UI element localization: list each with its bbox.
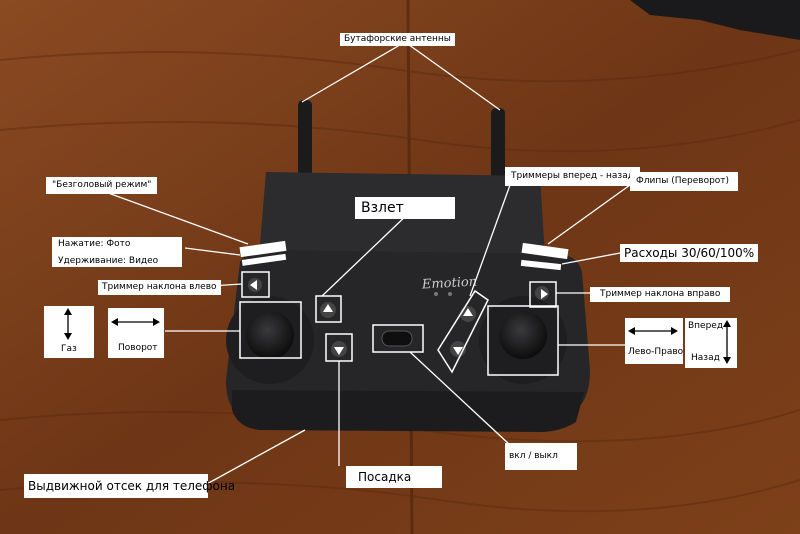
left-stick bbox=[246, 311, 294, 359]
photo-video-panel bbox=[52, 237, 182, 267]
right-stick-box bbox=[487, 305, 559, 376]
button-arrows bbox=[250, 280, 548, 355]
left-arrow-icon bbox=[250, 280, 257, 290]
flips-label: Флипы (Переворот) bbox=[630, 172, 738, 191]
power-label: вкл / выкл bbox=[505, 443, 577, 470]
led bbox=[434, 292, 438, 296]
phone-bay-label: Выдвижной отсек для телефона bbox=[24, 474, 235, 498]
headless-label: "Безголовый режим" bbox=[46, 177, 158, 194]
left-stick-box bbox=[239, 301, 302, 359]
throttle-label: Газ bbox=[61, 344, 77, 354]
led bbox=[448, 292, 452, 296]
left-right-label: Лево-Право bbox=[628, 347, 684, 357]
arrow-up-icon bbox=[723, 320, 731, 327]
left-shoulder-button-2 bbox=[241, 253, 287, 266]
arrow-left-icon bbox=[628, 327, 635, 335]
trim-fwd-back-label: Триммеры вперед - назад bbox=[505, 167, 640, 186]
arrow-right-icon bbox=[671, 327, 678, 335]
takeoff-label: Взлет bbox=[355, 197, 455, 219]
yaw-label: Поворот bbox=[118, 343, 158, 353]
arrow-up-icon bbox=[64, 308, 72, 315]
phone-holder bbox=[258, 172, 546, 272]
forward-label: Вперед bbox=[688, 321, 724, 331]
right-shoulder-button-2 bbox=[520, 259, 562, 271]
controller-bottom bbox=[232, 390, 584, 432]
trim-left-label: Триммер наклона влево bbox=[98, 280, 221, 295]
up-arrow-icon bbox=[323, 304, 333, 312]
trim-fwd-back-box bbox=[437, 289, 489, 374]
right-shoulder-button bbox=[521, 242, 569, 260]
right-arrow-icon bbox=[541, 289, 548, 299]
left-right-panel bbox=[625, 318, 683, 364]
leader-lines bbox=[99, 41, 631, 486]
trim-right-label: Триммер наклона вправо bbox=[590, 287, 731, 302]
hold-video-label: Удерживание: Видео bbox=[58, 256, 159, 266]
back-label: Назад bbox=[691, 353, 720, 363]
yaw-panel bbox=[108, 308, 164, 358]
landing-label: Посадка bbox=[346, 466, 442, 488]
arrow-down-icon bbox=[723, 357, 731, 364]
highlight-boxes bbox=[239, 271, 559, 376]
antennas-label: Бутафорские антенны bbox=[340, 33, 455, 46]
drone-part bbox=[630, 0, 800, 40]
down-arrow-icon bbox=[334, 347, 344, 355]
press-photo-label: Нажатие: Фото bbox=[58, 239, 131, 249]
brand-logo: Emotion bbox=[421, 275, 478, 293]
left-shoulder-button bbox=[239, 240, 287, 258]
down-arrow-icon bbox=[453, 347, 463, 355]
right-stick bbox=[499, 311, 547, 359]
up-arrow-icon bbox=[463, 308, 473, 316]
rates-label: Расходы 30/60/100% bbox=[620, 244, 759, 262]
power-switch bbox=[381, 330, 413, 347]
power-box bbox=[372, 324, 424, 353]
trim-right-box bbox=[529, 281, 557, 308]
arrow-right-icon bbox=[153, 318, 160, 326]
arrow-down-icon bbox=[64, 333, 72, 340]
arrow-left-icon bbox=[111, 318, 118, 326]
takeoff-box bbox=[315, 295, 342, 323]
